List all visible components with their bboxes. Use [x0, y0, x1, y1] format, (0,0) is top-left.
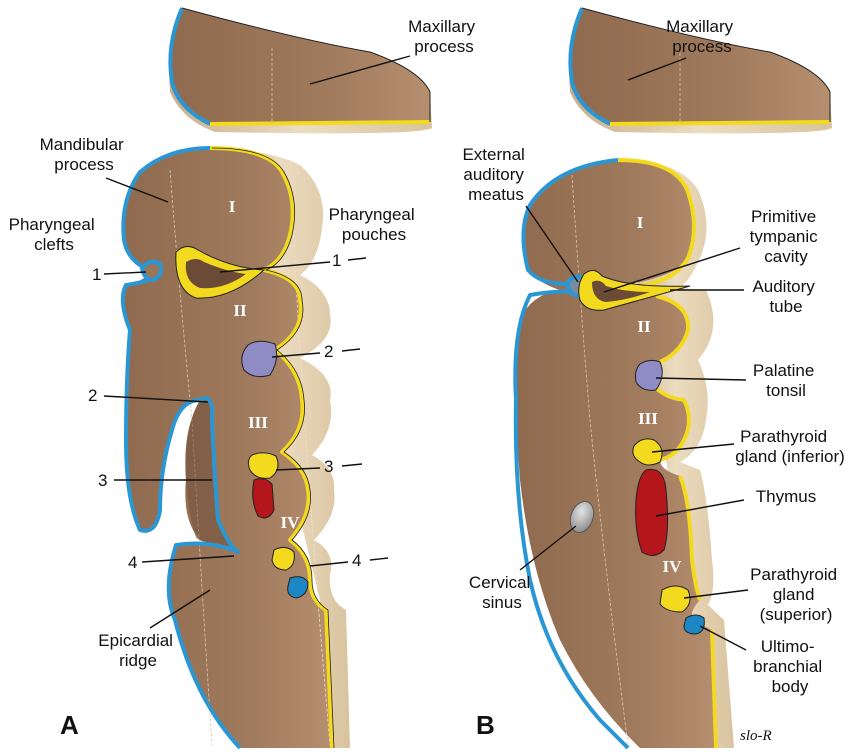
pharyngeal-clefts-label: Pharyngeal clefts: [9, 215, 100, 254]
panel-a-letter: A: [60, 710, 79, 740]
pouch-number-4: 4: [352, 551, 361, 570]
panel-b-letter: B: [476, 710, 495, 740]
cervical-sinus-label: Cervical sinus: [469, 573, 535, 612]
maxillary-process-a: [169, 8, 432, 133]
cleft-number-2: 2: [88, 386, 97, 405]
palatine-tonsil: [636, 360, 663, 390]
arch-iii-a: III: [248, 413, 268, 432]
panel-b: I II III IV Maxillary process External a…: [462, 8, 844, 748]
ultimobranchial-body: [684, 615, 704, 634]
pouch-number-1: 1: [332, 251, 341, 270]
arch-iii-b: III: [638, 409, 658, 428]
arch-iv-b: IV: [663, 557, 683, 576]
maxillary-label-a: Maxillary process: [408, 17, 480, 56]
arch-ii-a: II: [233, 301, 247, 320]
thymus-a: [253, 479, 274, 518]
pouch-number-3: 3: [324, 457, 333, 476]
panel-a: I II III IV Maxillary process Mandibular…: [9, 8, 480, 748]
cleft-number-1: 1: [92, 265, 101, 284]
arch-i-b: I: [637, 213, 644, 232]
auditory-tube-label: Auditory tube: [752, 277, 819, 316]
mandibular-label: Mandibular process: [40, 135, 129, 174]
arch-i-a: I: [229, 197, 236, 216]
artist-signature: slo-R: [740, 728, 772, 744]
palatine-tonsil-label: Palatine tonsil: [753, 361, 819, 400]
parathyroid-superior-a: [272, 547, 294, 570]
arch-ii-b: II: [637, 317, 651, 336]
maxillary-label-b: Maxillary process: [666, 17, 738, 56]
parathyroid-superior-label: Parathyroid gland (superior): [750, 565, 842, 624]
primitive-tympanic-cavity-label: Primitive tympanic cavity: [750, 207, 823, 266]
pouch-number-2: 2: [324, 342, 333, 361]
parathyroid-inferior-label: Parathyroid gland (inferior): [735, 427, 845, 466]
thymus-label: Thymus: [756, 487, 816, 506]
external-auditory-meatus-label: External auditory meatus: [462, 145, 529, 204]
thymus: [636, 469, 668, 555]
cleft-number-3: 3: [98, 471, 107, 490]
pouch-2-a: [242, 341, 277, 376]
parathyroid-superior: [660, 586, 690, 612]
arch-iv-a: IV: [281, 513, 301, 532]
cleft-number-4: 4: [128, 553, 137, 572]
cleft-1-a: [142, 262, 161, 280]
ultimobranchial-body-label: Ultimo- branchial body: [753, 637, 827, 696]
epicardial-ridge-label: Epicardial ridge: [98, 631, 177, 670]
pharyngeal-pouches-label: Pharyngeal pouches: [329, 205, 420, 244]
